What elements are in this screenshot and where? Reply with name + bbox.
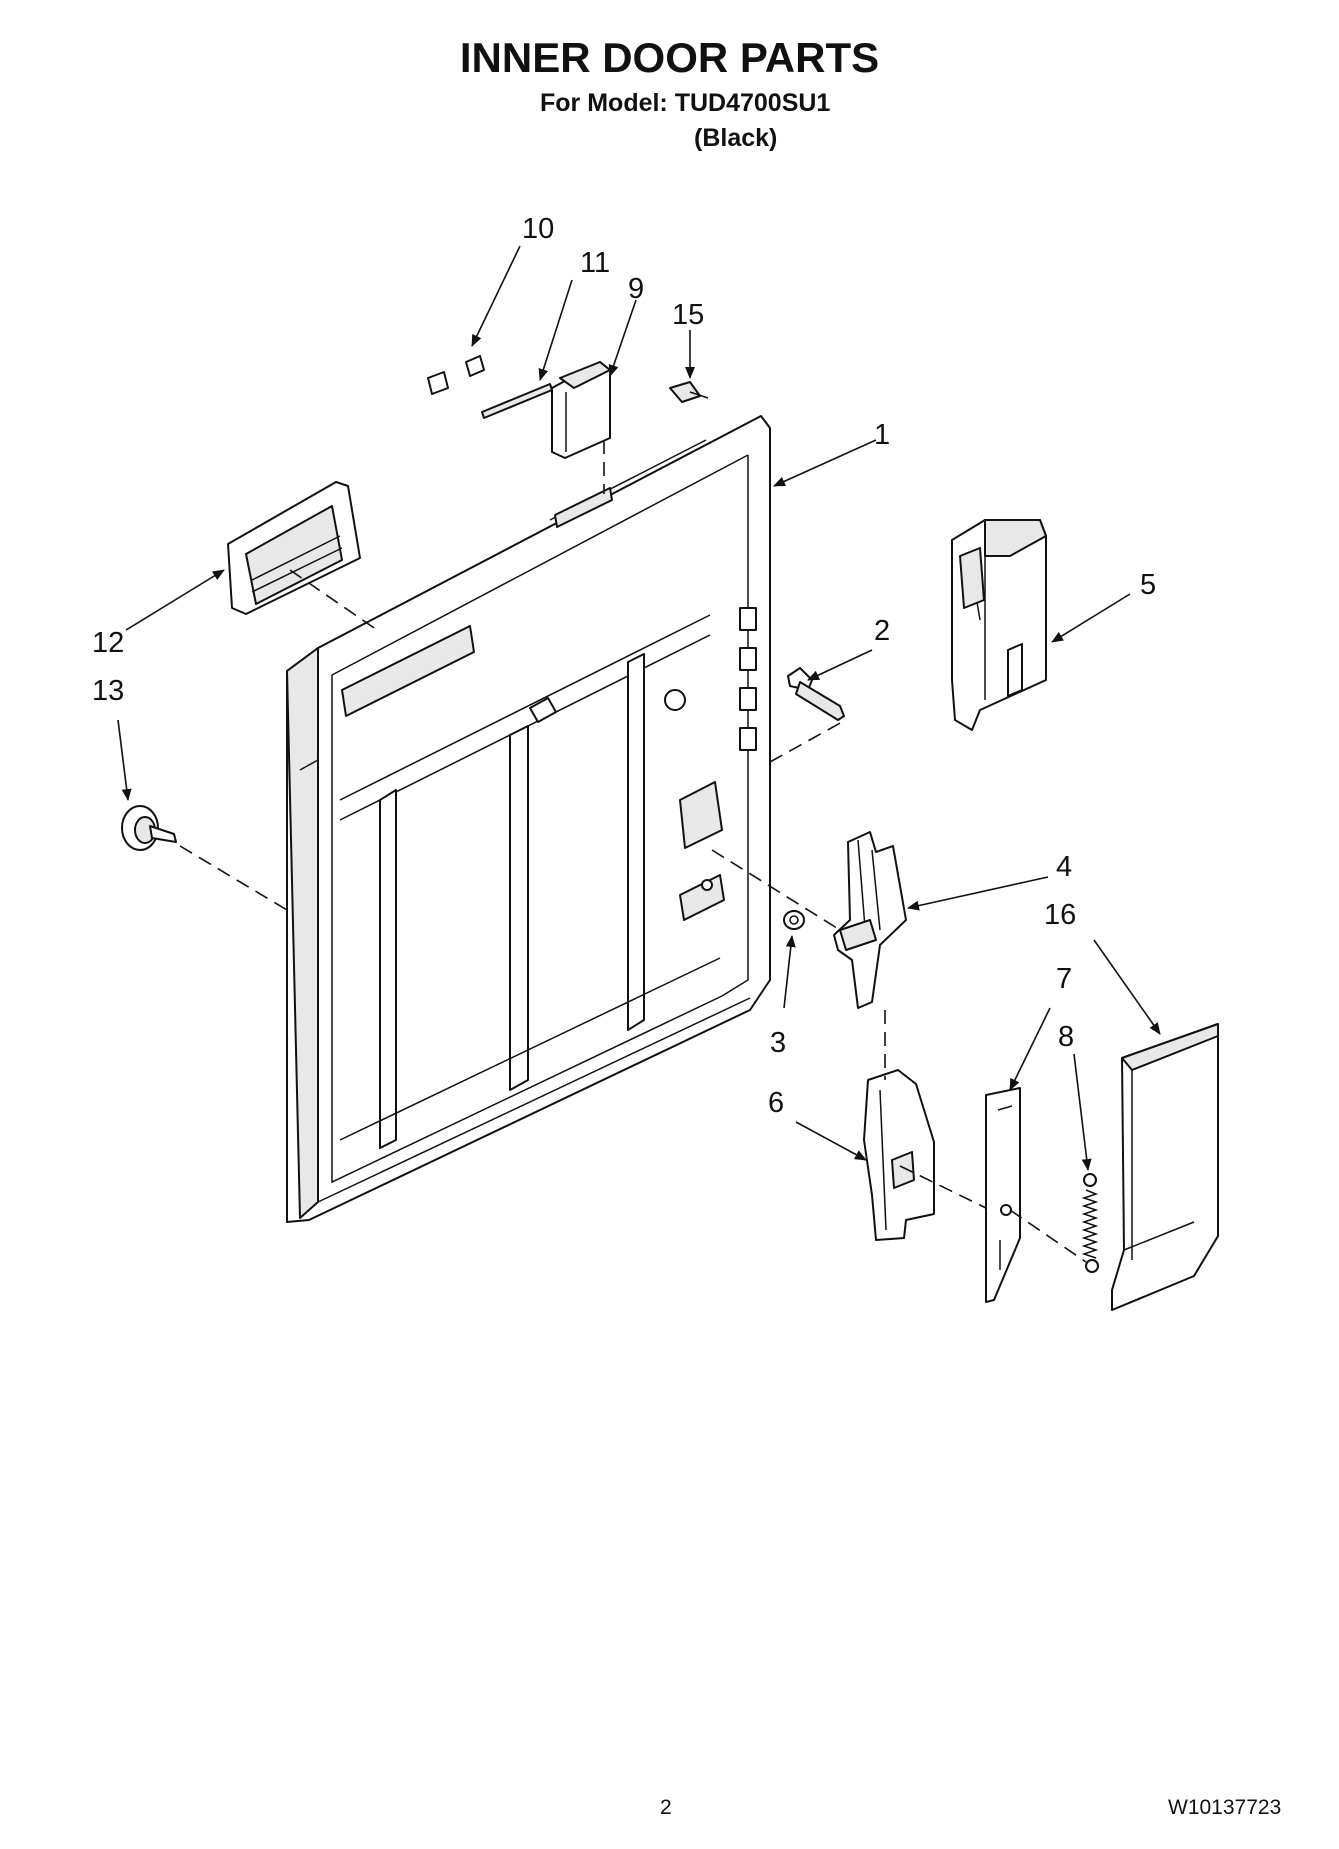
model-line: For Model: TUD4700SU1 (540, 89, 831, 117)
callout-7: 7 (1056, 963, 1072, 995)
part-5-switch-assembly (951, 519, 1047, 731)
callout-9: 9 (628, 273, 644, 305)
part-4-latch-housing (833, 831, 907, 1009)
callout-16: 16 (1044, 899, 1076, 931)
part-9-bracket (551, 361, 611, 459)
part-8-spring (1081, 1173, 1099, 1273)
callout-1: 1 (874, 419, 890, 451)
part-7-latch-slide (985, 1087, 1021, 1303)
part-12-vent (227, 481, 361, 615)
part-15-screw (669, 381, 709, 403)
callout-8: 8 (1058, 1021, 1074, 1053)
part-1-inner-door-panel (286, 415, 771, 1223)
part-3-nut (783, 910, 805, 930)
callout-12: 12 (92, 627, 124, 659)
part-2-hinge-pin (787, 667, 845, 721)
callout-leaders (117, 245, 1161, 1171)
callout-labels: 1 2 3 4 5 6 7 8 9 10 11 12 13 15 16 (92, 213, 1156, 1119)
callout-10: 10 (522, 213, 554, 245)
page-title: INNER DOOR PARTS (459, 34, 880, 81)
callout-11: 11 (580, 247, 610, 279)
callout-13: 13 (92, 675, 124, 707)
part-6-latch-base (863, 1069, 935, 1241)
page-number: 2 (660, 1796, 672, 1819)
callout-6: 6 (768, 1087, 784, 1119)
assembly-lines (179, 440, 1087, 1263)
document-number: W10137723 (1168, 1796, 1282, 1819)
callout-5: 5 (1140, 569, 1156, 601)
part-16-cover-panel (1111, 1023, 1219, 1311)
callout-4: 4 (1056, 851, 1072, 883)
callout-15: 15 (672, 299, 704, 331)
color-variant: (Black) (694, 124, 778, 152)
part-10-clip (427, 355, 485, 395)
part-11-rod (481, 383, 553, 419)
callout-3: 3 (770, 1027, 786, 1059)
part-13-knob (121, 805, 177, 851)
callout-2: 2 (874, 615, 890, 647)
